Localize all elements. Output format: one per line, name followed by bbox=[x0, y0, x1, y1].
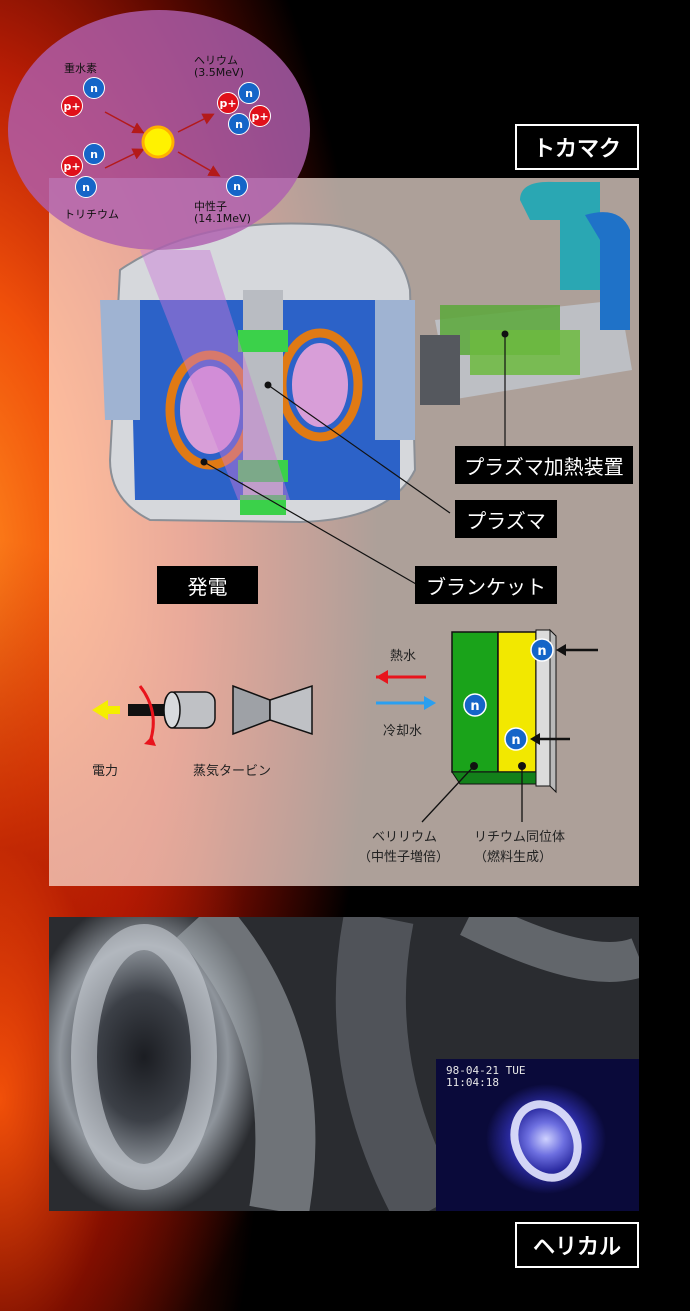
beryllium-note: （中性子増倍） bbox=[358, 850, 450, 865]
helium-proton-1: p+ bbox=[217, 92, 239, 114]
deuterium-neutron: n bbox=[83, 77, 105, 99]
steam-turbine-label: 蒸気タービン bbox=[193, 764, 272, 779]
neutron-label: 中性子 bbox=[194, 200, 227, 213]
power-generation-label: 発電 bbox=[157, 566, 258, 604]
plasma-label: プラズマ bbox=[455, 500, 557, 538]
tritium-neutron-1: n bbox=[83, 143, 105, 165]
tritium-proton: p+ bbox=[61, 155, 83, 177]
hot-water-label: 熱水 bbox=[390, 649, 417, 664]
svg-text:n: n bbox=[511, 733, 520, 748]
helical-label: ヘリカル bbox=[515, 1222, 639, 1268]
helium-proton-2: p+ bbox=[249, 105, 271, 127]
blanket-label: ブランケット bbox=[415, 566, 557, 604]
tokamak-illustration bbox=[100, 181, 632, 585]
neutron-energy-label: (14.1MeV) bbox=[194, 212, 251, 225]
helium-label: ヘリウム bbox=[194, 54, 238, 67]
blanket-detail-diagram: n n n bbox=[376, 628, 598, 823]
plasma-camera-inset: 98-04-21 TUE 11:04:18 bbox=[436, 1059, 639, 1211]
deuterium-label: 重水素 bbox=[64, 62, 97, 75]
helium-neutron-2: n bbox=[228, 113, 250, 135]
tritium-neutron-2: n bbox=[75, 176, 97, 198]
deuterium-proton: p+ bbox=[61, 95, 83, 117]
svg-text:n: n bbox=[537, 644, 546, 659]
power-label: 電力 bbox=[92, 764, 119, 779]
timestamp-line2: 11:04:18 bbox=[446, 1076, 499, 1089]
lithium-note: （燃料生成） bbox=[474, 850, 553, 865]
lithium-label: リチウム同位体 bbox=[474, 830, 566, 845]
cooling-water-label: 冷却水 bbox=[383, 724, 423, 739]
helium-energy-label: (3.5MeV) bbox=[194, 66, 244, 79]
tokamak-label: トカマク bbox=[515, 124, 639, 170]
timestamp-line1: 98-04-21 TUE bbox=[446, 1064, 526, 1077]
svg-text:n: n bbox=[470, 699, 479, 714]
plasma-heating-label: プラズマ加熱装置 bbox=[455, 446, 633, 484]
beryllium-label: ベリリウム bbox=[372, 830, 438, 845]
reaction-arrows bbox=[104, 111, 221, 177]
tritium-label: トリチウム bbox=[64, 208, 119, 221]
neutron-product: n bbox=[226, 175, 248, 197]
steam-turbine-diagram bbox=[92, 684, 313, 746]
helium-neutron-1: n bbox=[238, 82, 260, 104]
